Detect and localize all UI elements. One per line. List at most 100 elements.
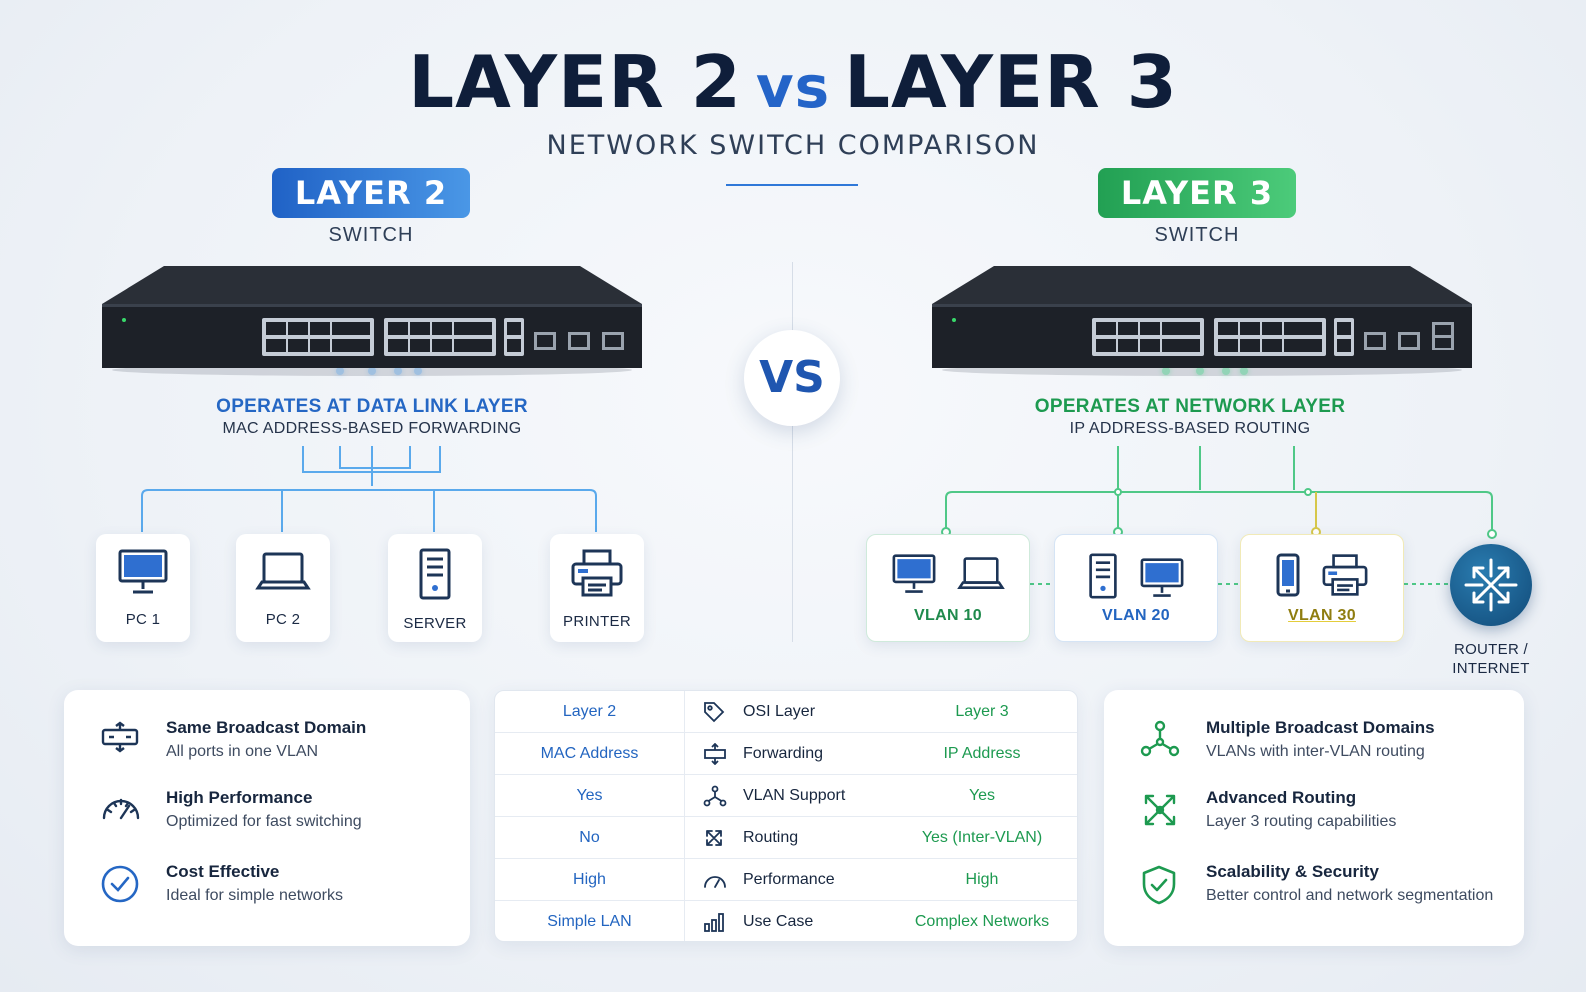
router-label-line1: ROUTER / (1453, 641, 1529, 658)
vlan-20-card: VLAN 20 (1054, 534, 1218, 642)
vlan-label: VLAN 30 (1288, 607, 1356, 624)
table-row: Simple LAN Use Case Complex Networks (495, 901, 1077, 941)
laptop-icon (255, 552, 311, 590)
layer2-operation-sub: MAC ADDRESS-BASED FORWARDING (222, 420, 522, 437)
feature-desc: All ports in one VLAN (166, 743, 319, 760)
device-label: PC 1 (125, 611, 161, 628)
phone-icon (1276, 553, 1300, 597)
network-nodes-icon (1140, 720, 1180, 757)
title-right: LAYER 3 (844, 40, 1178, 124)
title-left: LAYER 2 (408, 40, 742, 124)
table-row: High Performance High (495, 859, 1077, 901)
layer2-switch-image (102, 266, 642, 376)
table-cell-layer3: Layer 3 (955, 703, 1009, 720)
device-server: SERVER (388, 534, 482, 642)
title-vs: vs (755, 53, 831, 121)
laptop-icon (957, 557, 1006, 589)
router-arrows-icon (1464, 558, 1518, 612)
subtitle: NETWORK SWITCH COMPARISON (546, 130, 1040, 161)
feature-desc: Better control and network segmentation (1206, 887, 1494, 904)
shield-check-icon (1142, 865, 1176, 905)
feature-desc: VLANs with inter-VLAN routing (1206, 743, 1425, 760)
vlan-label: VLAN 20 (1102, 607, 1170, 624)
device-label: PC 2 (265, 611, 301, 628)
router-label: ROUTER / INTERNET (1430, 640, 1552, 678)
table-cell-feature: Use Case (685, 901, 885, 941)
table-feature-label: Performance (743, 871, 835, 888)
vlan-icon (703, 785, 727, 807)
layer3-operation-sub: IP ADDRESS-BASED ROUTING (1069, 420, 1311, 437)
table-feature-label: OSI Layer (743, 703, 816, 720)
table-cell-layer3: Yes (Inter-VLAN) (921, 829, 1043, 846)
layer3-features-panel: Multiple Broadcast Domains VLANs with in… (1104, 690, 1524, 946)
table-row: MAC Address Forwarding IP Address (495, 733, 1077, 775)
feature-desc: Ideal for simple networks (166, 887, 343, 904)
feature-title: Cost Effective (166, 862, 280, 881)
monitor-icon (118, 549, 168, 594)
title-underline (726, 184, 858, 186)
center-divider (792, 262, 793, 642)
routing-icon (706, 830, 722, 846)
table-cell-layer3: High (965, 871, 999, 888)
monitor-icon (892, 554, 936, 593)
feature-title: Advanced Routing (1206, 788, 1357, 807)
server-icon (1089, 553, 1117, 599)
feature-title: High Performance (166, 788, 313, 807)
table-feature-label: Use Case (743, 913, 814, 930)
layer3-badge: LAYER 3 (1098, 168, 1296, 218)
monitor-icon (1140, 558, 1184, 597)
vlan-10-card: VLAN 10 (866, 534, 1030, 642)
layer2-badge: LAYER 2 (272, 168, 470, 218)
device-printer: PRINTER (550, 534, 644, 642)
table-feature-label: Forwarding (743, 745, 824, 762)
switch-ports-icon (101, 721, 139, 753)
layer3-operation-title: OPERATES AT NETWORK LAYER (1034, 396, 1346, 417)
check-circle-icon (101, 865, 139, 903)
router-internet-node (1450, 544, 1532, 626)
bar-chart-icon (704, 913, 724, 932)
feature-desc: Optimized for fast switching (166, 813, 362, 830)
device-pc2: PC 2 (236, 534, 330, 642)
layer3-nodes (941, 488, 1497, 539)
device-label: PRINTER (563, 613, 631, 630)
layer3-badge-sub: SWITCH (1154, 224, 1240, 246)
layer3-switch-image (932, 266, 1472, 376)
vlan-label: VLAN 10 (914, 607, 982, 624)
printer-icon (1322, 554, 1368, 596)
table-row: Yes VLAN Support Yes (495, 775, 1077, 817)
table-cell-layer2: Yes (495, 775, 685, 817)
tag-icon (704, 702, 725, 723)
table-cell-layer2: No (495, 817, 685, 859)
feature-title: Scalability & Security (1206, 862, 1379, 881)
feature-title: Multiple Broadcast Domains (1206, 718, 1435, 737)
table-cell-layer3: Complex Networks (914, 913, 1050, 930)
comparison-table: Layer 2 OSI Layer Layer 3 MAC Address Fo… (494, 690, 1078, 942)
table-cell-feature: Performance (685, 859, 885, 901)
table-feature-label: Routing (743, 829, 799, 846)
vlan-30-card: VLAN 30 (1240, 534, 1404, 642)
routing-arrows-icon (1144, 794, 1176, 826)
speedometer-icon (102, 798, 140, 820)
layer2-operation-title: OPERATES AT DATA LINK LAYER (216, 396, 528, 417)
table-cell-layer2: Simple LAN (495, 901, 685, 941)
table-feature-label: VLAN Support (743, 787, 846, 804)
feature-title: Same Broadcast Domain (166, 718, 367, 737)
router-label-line2: INTERNET (1452, 660, 1530, 677)
table-cell-feature: VLAN Support (685, 775, 885, 817)
table-cell-feature: Routing (685, 817, 885, 859)
table-cell-layer3: Yes (968, 787, 996, 804)
device-label: SERVER (403, 615, 467, 632)
device-pc1: PC 1 (96, 534, 190, 642)
table-row: Layer 2 OSI Layer Layer 3 (495, 691, 1077, 733)
layer2-connectors (141, 446, 597, 532)
forwarding-icon (704, 743, 726, 765)
gauge-icon (704, 876, 726, 888)
layer2-features-panel: Same Broadcast Domain All ports in one V… (64, 690, 470, 946)
layer2-badge-sub: SWITCH (328, 224, 414, 246)
vs-badge: VS (744, 330, 840, 426)
server-icon (419, 548, 451, 600)
feature-desc: Layer 3 routing capabilities (1206, 813, 1397, 830)
printer-icon (571, 549, 623, 597)
table-cell-feature: Forwarding (685, 733, 885, 775)
